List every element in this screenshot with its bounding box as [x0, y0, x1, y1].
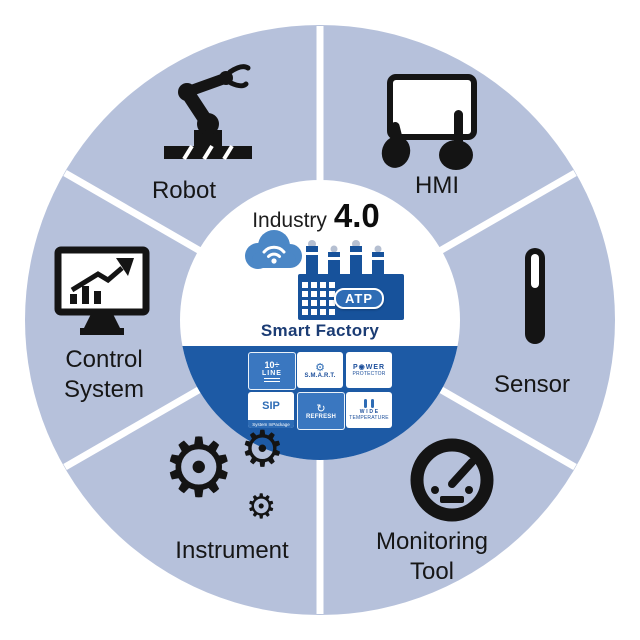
gauge-icon [410, 438, 494, 522]
tile-sip: SIP System InPackage [248, 392, 294, 428]
tile-text: S.M.A.R.T. [304, 372, 336, 379]
tile-wide-temperature: W I D E TEMPERATURE [346, 392, 392, 428]
segment-label-monitoring-tool: Monitoring Tool [375, 528, 489, 585]
gear-small-icon: ⚙ [246, 487, 277, 527]
tile-power-protector: P◉WER PROTECTOR [346, 352, 392, 388]
tile-text: System InPackage [248, 420, 294, 428]
segment-label-instrument: Instrument [175, 537, 289, 564]
tile-text: P◉WER [352, 364, 386, 371]
segment-label-robot: Robot [151, 177, 217, 204]
segment-label-hmi: HMI [415, 172, 459, 199]
gear-icon: ⚙ [315, 360, 325, 374]
segment-label-control-system: Control System [63, 346, 144, 403]
smart-factory-label: Smart Factory [260, 321, 380, 340]
industry40-title: Industry 4.0 [252, 197, 380, 235]
gear-medium-icon: ⚙ [240, 420, 285, 478]
tile-text: REFRESH [305, 413, 337, 420]
hmi-tablet-hands-icon [381, 74, 477, 170]
tile-text: SIP [262, 400, 280, 412]
tile-line-grade: 10÷ LINE [248, 352, 296, 390]
tile-smart: ⚙ S.M.A.R.T. [297, 352, 343, 388]
thermometer-sensor-icon [525, 248, 545, 344]
tile-text: TEMPERATURE [349, 415, 389, 421]
segment-dividers [63, 26, 577, 614]
tile-text: W I D E [359, 409, 379, 415]
tile-refresh: ↻ REFRESH [297, 392, 345, 430]
gear-large-icon: ⚙ [162, 421, 236, 516]
thermometer-icons [364, 399, 374, 408]
monitor-chart-icon [54, 246, 150, 335]
atp-brand-badge: ATP [334, 288, 385, 309]
mini-lines-decoration [264, 377, 280, 383]
industry-word: Industry [252, 209, 327, 232]
cloud-wifi-icon [245, 230, 302, 269]
tile-text: LINE [262, 369, 282, 377]
robot-arm-icon [164, 64, 252, 161]
industry-version: 4.0 [333, 197, 380, 234]
smart-factory-icon [298, 240, 404, 320]
tile-text: 10÷ [264, 359, 280, 370]
segment-label-sensor: Sensor [493, 371, 571, 398]
tile-text: PROTECTOR [352, 371, 386, 377]
refresh-icon: ↻ [316, 401, 326, 415]
